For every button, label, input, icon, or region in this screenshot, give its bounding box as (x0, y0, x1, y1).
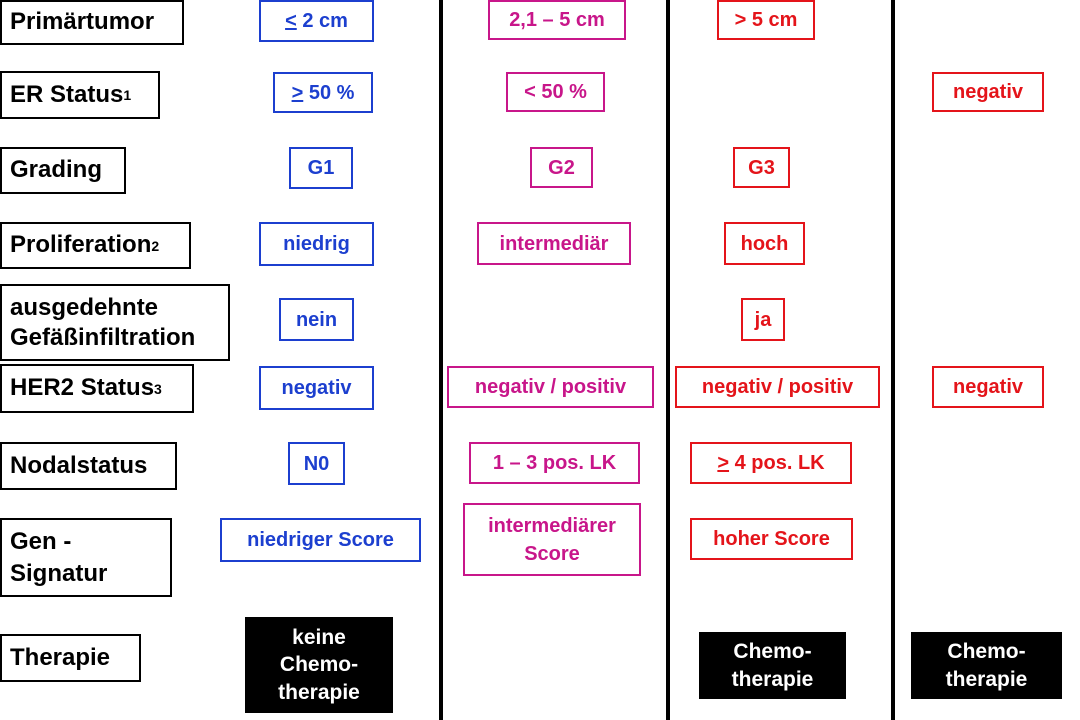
label-text: Primärtumor (10, 8, 155, 36)
cell-her2-high: negativ / positiv (675, 366, 880, 408)
label-text: HER2 Status (10, 374, 155, 402)
row-label-gen-signatur: Gen - Signatur (0, 518, 172, 597)
value-text: N0 (303, 452, 330, 475)
label-text: ER Status (10, 80, 124, 108)
label-text: Nodalstatus (10, 451, 148, 479)
cell-nodal-low: N0 (288, 442, 345, 485)
therapy-line-3: therapie (278, 680, 360, 704)
label-line-2: Signatur (10, 559, 108, 587)
cell-nodal-intermediate: 1 – 3 pos. LK (469, 442, 640, 484)
value-text: 2,1 – 5 cm (509, 9, 605, 31)
therapy-text-wrap: Chemo- therapie (732, 638, 814, 693)
cell-her2-intermediate: negativ / positiv (447, 366, 654, 408)
cell-her2-low: negativ (259, 366, 374, 410)
cell-gefaess-yes: ja (741, 298, 785, 341)
value-text: niedrig (283, 233, 350, 255)
therapy-line-2: Chemo- (279, 653, 359, 677)
label-text: Grading (10, 156, 103, 184)
therapy-chemo-col3: Chemo- therapie (699, 632, 846, 699)
value-text: negativ / positiv (474, 376, 627, 398)
symbol-ge: > (717, 452, 730, 474)
label-text: Therapie (10, 643, 111, 671)
therapy-chemo-col4: Chemo- therapie (911, 632, 1062, 699)
cell-proliferation-high: hoch (724, 222, 805, 265)
value-text: 4 pos. LK (729, 452, 825, 474)
value-line-1: intermediärer (488, 514, 616, 537)
therapy-line-1: Chemo- (733, 640, 812, 664)
cell-primaertumor-intermediate: 2,1 – 5 cm (488, 0, 626, 40)
value-text: hoher Score (713, 528, 830, 550)
cell-grading-low: G1 (289, 147, 353, 189)
label-line-2: Gefäßinfiltration (10, 323, 196, 351)
symbol-le: < (285, 10, 297, 32)
cell-proliferation-low: niedrig (259, 222, 374, 266)
label-line-1: ausgedehnte (10, 293, 159, 321)
value-text: < 50 % (524, 81, 587, 103)
row-label-therapie: Therapie (0, 634, 141, 682)
value-text: 50 % (303, 81, 355, 104)
value-line-2: Score (524, 542, 580, 565)
therapy-line-2: therapie (731, 667, 814, 691)
value-text: negativ (952, 376, 1024, 398)
column-divider-2 (666, 0, 670, 720)
value-text: G3 (748, 156, 775, 179)
column-divider-3 (891, 0, 895, 720)
row-label-gefaessinfiltration: ausgedehnte Gefäßinfiltration (0, 284, 230, 361)
value-text: negativ / positiv (701, 376, 854, 398)
cell-gen-intermediate: intermediärer Score (463, 503, 641, 576)
therapy-text-wrap: Chemo- therapie (946, 638, 1028, 693)
cell-her2-negative: negativ (932, 366, 1044, 408)
cell-primaertumor-high: > 5 cm (717, 0, 815, 40)
therapy-text-wrap: keine Chemo- therapie (278, 624, 360, 706)
cell-grading-intermediate: G2 (530, 147, 593, 188)
cell-er-intermediate: < 50 % (506, 72, 605, 112)
value-text: G1 (307, 157, 335, 179)
therapy-line-2: therapie (945, 667, 1028, 691)
value-text: ja (754, 308, 772, 331)
value-text: intermediär (499, 232, 609, 255)
row-label-primaertumor: Primärtumor (0, 0, 184, 45)
value-text: negativ (952, 81, 1024, 103)
label-line-1: Gen - (10, 528, 72, 556)
value-text: niedriger Score (247, 529, 394, 551)
cell-gen-high: hoher Score (690, 518, 853, 560)
therapy-no-chemo: keine Chemo- therapie (245, 617, 393, 713)
label-text: Proliferation (10, 231, 152, 259)
value-text-wrap: intermediärer Score (488, 512, 616, 568)
therapy-line-1: keine (292, 626, 346, 650)
label-text-wrap: ausgedehnte Gefäßinfiltration (10, 293, 195, 353)
value-text: > 5 cm (734, 9, 798, 31)
therapy-line-1: Chemo- (947, 640, 1026, 664)
row-label-nodalstatus: Nodalstatus (0, 442, 177, 490)
cell-gefaess-no: nein (279, 298, 354, 341)
cell-primaertumor-low: < 2 cm (259, 0, 374, 42)
column-divider-1 (439, 0, 443, 720)
value-text: 1 – 3 pos. LK (492, 452, 617, 474)
value-text: hoch (740, 232, 789, 255)
cell-nodal-high: > 4 pos. LK (690, 442, 852, 484)
value-text: nein (295, 308, 338, 331)
label-text-wrap: Gen - Signatur (10, 526, 107, 588)
cell-grading-high: G3 (733, 147, 790, 188)
cell-gen-low: niedriger Score (220, 518, 421, 562)
cell-er-negative: negativ (932, 72, 1044, 112)
value-text: negativ (281, 377, 352, 399)
value-text: G2 (548, 156, 575, 179)
value-text: 2 cm (296, 10, 348, 32)
symbol-ge: > (291, 81, 304, 104)
row-label-grading: Grading (0, 147, 126, 194)
cell-proliferation-intermediate: intermediär (477, 222, 631, 265)
cell-er-low: > 50 % (273, 72, 373, 113)
